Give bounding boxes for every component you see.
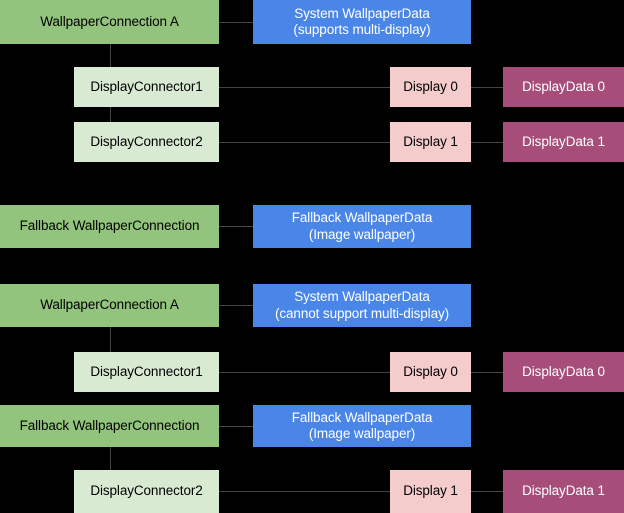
node-n20-displaydata: DisplayData 1 (503, 470, 624, 513)
edge-n3-to-n6 (110, 107, 111, 122)
edge-n16-to-n17 (219, 426, 253, 427)
node-n13-connector: DisplayConnector1 (74, 352, 219, 392)
node-n6-connector: DisplayConnector2 (74, 122, 219, 162)
edge-n11-to-n12 (219, 305, 253, 306)
edge-n16-to-n18 (110, 447, 111, 470)
node-n1-connection: WallpaperConnection A (0, 0, 219, 44)
edge-n18-to-n19 (219, 491, 390, 492)
node-n14-display: Display 0 (390, 352, 471, 392)
node-n2-wallpaperdata: System WallpaperData (supports multi-dis… (253, 0, 471, 44)
node-n16-connection: Fallback WallpaperConnection (0, 405, 219, 447)
node-n9-connection: Fallback WallpaperConnection (0, 205, 219, 248)
node-n3-connector: DisplayConnector1 (74, 67, 219, 107)
edge-n9-to-n10 (219, 226, 253, 227)
node-n7-display: Display 1 (390, 122, 471, 162)
edge-n13-to-n14 (219, 372, 390, 373)
node-n15-displaydata: DisplayData 0 (503, 352, 624, 392)
edge-n14-to-n15 (471, 372, 503, 373)
edge-n1-to-n3 (110, 44, 111, 67)
edge-n19-to-n20 (471, 491, 503, 492)
node-n18-connector: DisplayConnector2 (74, 470, 219, 513)
node-n11-connection: WallpaperConnection A (0, 284, 219, 327)
node-n8-displaydata: DisplayData 1 (503, 122, 624, 162)
node-n4-display: Display 0 (390, 67, 471, 107)
node-n19-display: Display 1 (390, 470, 471, 513)
edge-n1-to-n2 (219, 22, 253, 23)
node-n17-wallpaperdata: Fallback WallpaperData (Image wallpaper) (253, 405, 471, 447)
edge-n11-to-n13 (110, 327, 111, 352)
edge-n7-to-n8 (471, 142, 503, 143)
edge-n4-to-n5 (471, 87, 503, 88)
edge-n3-to-n4 (219, 87, 390, 88)
node-n5-displaydata: DisplayData 0 (503, 67, 624, 107)
edge-n6-to-n7 (219, 142, 390, 143)
node-n10-wallpaperdata: Fallback WallpaperData (Image wallpaper) (253, 205, 471, 248)
node-n12-wallpaperdata: System WallpaperData (cannot support mul… (253, 284, 471, 327)
